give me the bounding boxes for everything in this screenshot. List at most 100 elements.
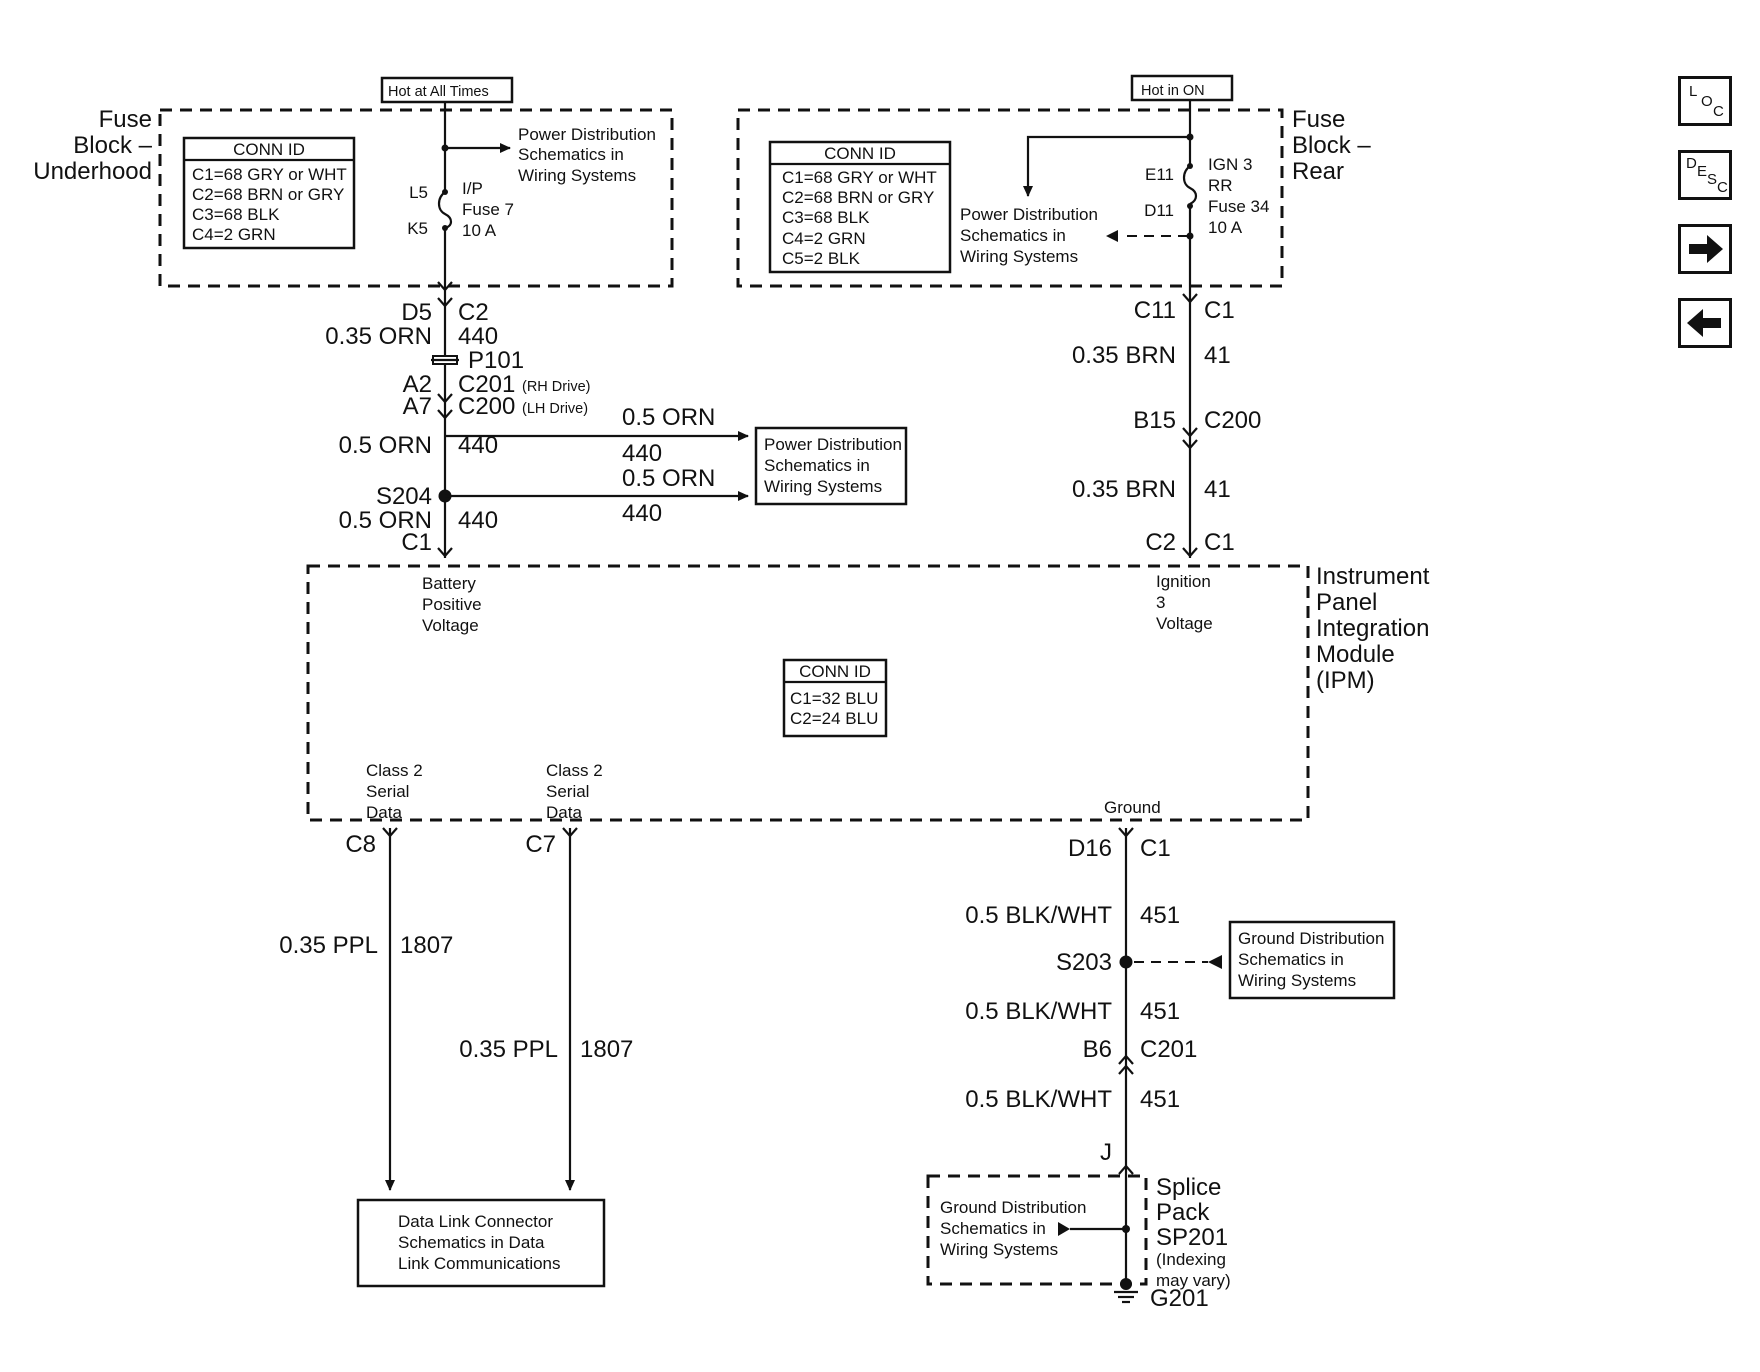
ipm-title-1: Instrument bbox=[1316, 563, 1430, 590]
pds-ref-line: Wiring Systems bbox=[518, 166, 636, 185]
wire-circuit: 440 bbox=[458, 507, 498, 534]
hot-at-all-times-label: Hot at All Times bbox=[380, 76, 514, 104]
instrument-panel-integration-module: Instrument Panel Integration Module (IPM… bbox=[306, 563, 1430, 822]
wire-circuit: 41 bbox=[1204, 476, 1231, 503]
pin-b15: B15 bbox=[1133, 407, 1176, 434]
ipm-title-3: Integration bbox=[1316, 615, 1429, 642]
pin-d5: D5 bbox=[401, 299, 432, 326]
conn-id-row: C3=68 BLK bbox=[782, 208, 870, 227]
wire-gauge: 0.35 ORN bbox=[325, 323, 432, 350]
hot-in-on-text: Hot in ON bbox=[1141, 83, 1205, 99]
splice-s203-dot bbox=[1119, 955, 1133, 969]
conn-c201: C201 bbox=[1140, 1036, 1197, 1063]
pin-l5: L5 bbox=[409, 183, 428, 202]
gds-ref-line: Schematics in bbox=[940, 1219, 1046, 1238]
desc-letter: D bbox=[1686, 155, 1697, 172]
wire-circuit: 41 bbox=[1204, 342, 1231, 369]
ground-g201: G201 bbox=[1150, 1285, 1209, 1312]
rear-conn-id-table: CONN ID C1=68 GRY or WHT C2=68 BRN or GR… bbox=[768, 140, 952, 274]
pin-c11: C11 bbox=[1134, 297, 1176, 324]
description-button[interactable]: D E S C bbox=[1678, 150, 1732, 200]
wire-circuit: 451 bbox=[1140, 1086, 1180, 1113]
conn-id-row: C1=68 GRY or WHT bbox=[782, 168, 937, 187]
dlc-ref-line: Schematics in Data bbox=[398, 1233, 545, 1252]
pds-ref-line: Power Distribution bbox=[518, 125, 656, 144]
gds-reference-box bbox=[1228, 920, 1396, 1000]
wire-gauge: 0.35 PPL bbox=[279, 932, 378, 959]
fuse-block-rear: Fuse Block – Rear CONN ID C1=68 GRY or W… bbox=[736, 100, 1371, 288]
conn-id-row: C2=24 BLU bbox=[790, 709, 878, 728]
conn-id-header: CONN ID bbox=[799, 662, 871, 681]
class2-label: Class 2 bbox=[546, 761, 603, 780]
pds-ref-line: Power Distribution bbox=[960, 205, 1098, 224]
ignition-label: Ignition bbox=[1156, 572, 1211, 591]
dlc-ref-line: Link Communications bbox=[398, 1254, 561, 1273]
pin-a7: A7 bbox=[403, 393, 432, 420]
ipm-title-2: Panel bbox=[1316, 589, 1377, 616]
ipm-conn-c1: C1 bbox=[1204, 529, 1235, 556]
hot-at-all-times-text: Hot at All Times bbox=[388, 84, 489, 100]
pds-ref-line: Schematics in bbox=[764, 456, 870, 475]
rear-title-1: Fuse bbox=[1292, 106, 1345, 133]
ipm-pin-c1: C1 bbox=[401, 529, 432, 556]
wire-gauge: 0.5 ORN bbox=[339, 432, 432, 459]
underhood-title-2: Block – bbox=[73, 132, 152, 159]
location-button[interactable]: L O C bbox=[1678, 76, 1732, 126]
ground-circuit-451: D16 C1 0.5 BLK/WHT 451 S203 Ground Distr… bbox=[926, 827, 1396, 1312]
loc-letter: O bbox=[1701, 93, 1713, 110]
fuse-label: RR bbox=[1208, 176, 1233, 195]
pin-j: J bbox=[1100, 1139, 1112, 1166]
pds-ref-line: Power Distribution bbox=[764, 435, 902, 454]
wire-gauge: 0.5 BLK/WHT bbox=[965, 1086, 1112, 1113]
conn-id-row: C1=32 BLU bbox=[790, 689, 878, 708]
splice-pack-title: Splice bbox=[1156, 1174, 1221, 1201]
gds-ref-line: Ground Distribution bbox=[1238, 929, 1384, 948]
wire-gauge: 0.35 BRN bbox=[1072, 476, 1176, 503]
pds-ref-line: Schematics in bbox=[518, 145, 624, 164]
left-feed-circuit-440: D5 C2 0.35 ORN 440 P101 A2 C201 (RH Driv… bbox=[325, 228, 908, 558]
battery-label: Positive bbox=[422, 595, 482, 614]
wire-circuit: 440 bbox=[458, 323, 498, 350]
fuse-label: IGN 3 bbox=[1208, 155, 1252, 174]
battery-label: Battery bbox=[422, 574, 476, 593]
lh-drive-note: (LH Drive) bbox=[522, 401, 588, 417]
conn-id-header: CONN ID bbox=[824, 144, 896, 163]
underhood-title-1: Fuse bbox=[99, 106, 152, 133]
pds-reference-box bbox=[754, 426, 908, 506]
wire-gauge: 0.5 BLK/WHT bbox=[965, 998, 1112, 1025]
ipm-title-4: Module bbox=[1316, 641, 1395, 668]
hot-in-on-label: Hot in ON bbox=[1130, 74, 1234, 102]
ground-label: Ground bbox=[1104, 798, 1161, 817]
pin-k5: K5 bbox=[407, 219, 428, 238]
pin-e11: E11 bbox=[1145, 165, 1174, 184]
previous-page-button[interactable] bbox=[1678, 298, 1732, 348]
ipm-pin-c2: C2 bbox=[1145, 529, 1176, 556]
wire-circuit: 1807 bbox=[580, 1036, 633, 1063]
rear-title-2: Block – bbox=[1292, 132, 1371, 159]
conn-id-row: C5=2 BLK bbox=[782, 249, 861, 268]
pds-ref-line: Wiring Systems bbox=[960, 247, 1078, 266]
wire-gauge: 0.5 ORN bbox=[339, 507, 432, 534]
next-page-button[interactable] bbox=[1678, 224, 1732, 274]
wire-circuit: 440 bbox=[458, 432, 498, 459]
dlc-reference-box bbox=[356, 1198, 606, 1288]
wire-circuit: 440 bbox=[622, 500, 662, 527]
splice-pack-note: (Indexing bbox=[1156, 1250, 1226, 1269]
pin-b6: B6 bbox=[1083, 1036, 1112, 1063]
fuse-label: I/P bbox=[462, 179, 483, 198]
pin-c7: C7 bbox=[525, 831, 556, 858]
ground-g201-dot bbox=[1120, 1278, 1132, 1290]
wire-gauge: 0.35 BRN bbox=[1072, 342, 1176, 369]
conn-c2: C2 bbox=[458, 299, 489, 326]
desc-letter: E bbox=[1697, 163, 1708, 180]
loc-letter: L bbox=[1689, 83, 1698, 100]
splice-pack-sp201 bbox=[926, 1174, 1148, 1286]
rear-title-3: Rear bbox=[1292, 158, 1344, 185]
conn-c200: C200 bbox=[1204, 407, 1261, 434]
arrow-right-icon bbox=[1689, 235, 1723, 263]
gds-ref-line: Ground Distribution bbox=[940, 1198, 1086, 1217]
battery-label: Voltage bbox=[422, 616, 479, 635]
fuse-label: Fuse 34 bbox=[1208, 197, 1269, 216]
gds-ref-line: Schematics in bbox=[1238, 950, 1344, 969]
gds-ref-line: Wiring Systems bbox=[1238, 971, 1356, 990]
